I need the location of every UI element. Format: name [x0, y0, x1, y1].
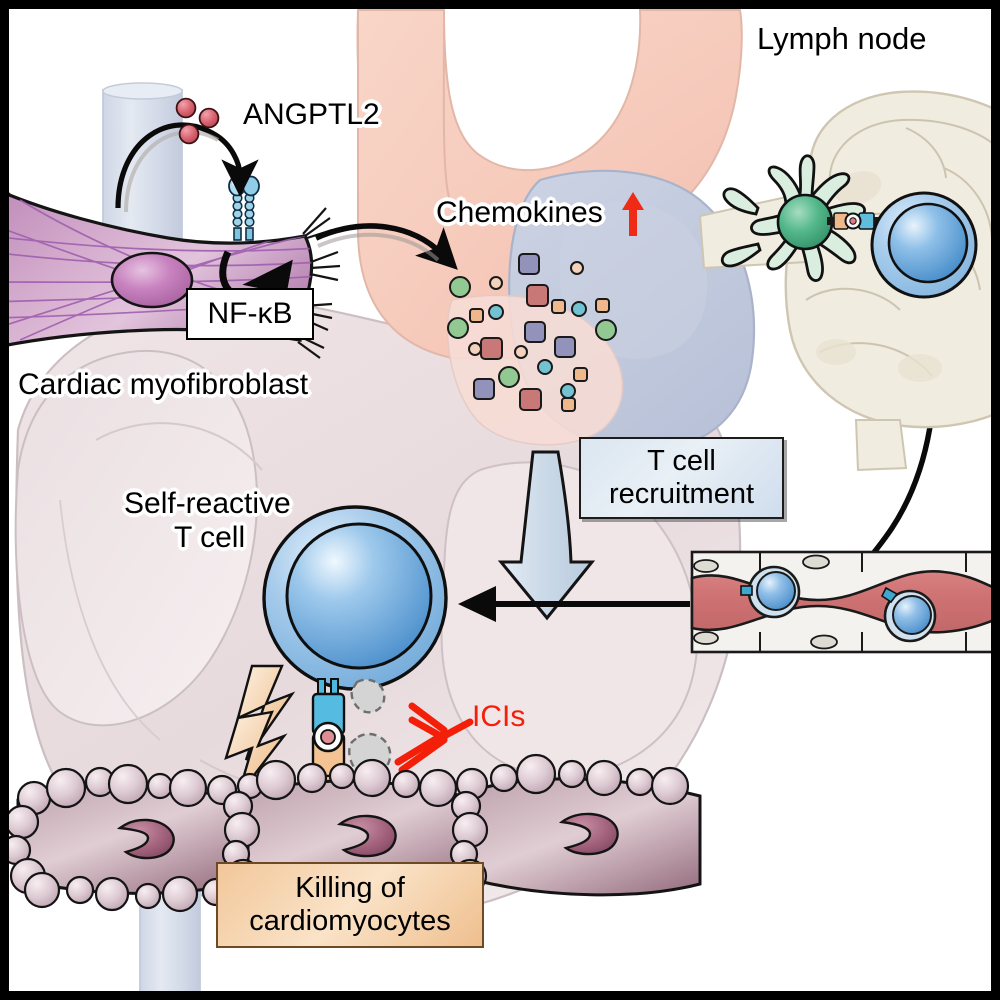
cardiac-myofibroblast-label: Cardiac myofibroblast: [18, 368, 309, 401]
angptl2-particles: [175, 97, 220, 145]
killing-line1: Killing of: [295, 872, 405, 904]
lymph-node-t-cell-nucleus: [887, 202, 969, 284]
nfkb-box: NF-κB: [186, 288, 314, 340]
cardiomyocyte-row: [0, 753, 702, 913]
efferent-lymph-vessel: [854, 419, 908, 472]
nfkb-box-text: NF-κB: [207, 297, 293, 330]
antigen-peptide-icon: [320, 729, 336, 745]
killing-of-cardiomyocytes-box: Killing of cardiomyocytes: [216, 862, 484, 948]
cardiomyocyte-nucleus: [558, 812, 619, 856]
myofibroblast-nucleus: [110, 251, 194, 309]
chemokine-circles: [447, 261, 617, 399]
t-cell-recruitment-down-arrow-icon: [497, 450, 596, 621]
self-reactive-t-cell-nucleus: [285, 522, 433, 670]
t-cell-receptor-icon: [740, 585, 753, 596]
t-cell-recruitment-line2: recruitment: [608, 478, 755, 510]
intercalated-disc-beads: [0, 753, 690, 913]
cardiomyocyte-nucleus: [116, 818, 175, 860]
dendritic-cell: [720, 154, 866, 282]
vessel-t-cell-1: [740, 565, 801, 619]
endothelial-junctions: [759, 552, 967, 652]
t-cell-receptor-icon: [880, 586, 899, 604]
chemokines-up-arrow-icon: [622, 192, 644, 236]
killing-line2: cardiomyocytes: [249, 905, 451, 937]
chemokine-curved-arrow-icon: [314, 223, 458, 270]
lymph-node-label: Lymph node: [757, 21, 927, 56]
self-reactive-t-cell-label-line2: T cell: [174, 521, 246, 554]
chemokine-squares: [469, 253, 610, 412]
myofibroblast-filopodia-right: [297, 207, 341, 359]
lightning-bolt-icon: [224, 664, 296, 797]
antibody-y-icon: [394, 702, 474, 774]
recruitment-left-arrow-icon: [458, 586, 690, 622]
heart-left-lobe: [14, 349, 258, 727]
mhc-tcr-bridge-icon: [827, 212, 881, 230]
chemokines-label: Chemokines: [436, 196, 603, 229]
vessel-t-cell-2: [880, 586, 937, 643]
endothelial-nuclei: [693, 554, 838, 650]
icis-label: ICIs: [472, 700, 526, 733]
angptl2-label: ANGPTL2: [243, 98, 380, 131]
t-cell-recruitment-box: T cell recruitment: [579, 437, 784, 519]
cardiomyocyte-nucleus: [336, 814, 397, 858]
t-cell-recruitment-line1: T cell: [647, 445, 716, 477]
self-reactive-t-cell-label-line1: Self-reactive: [124, 487, 291, 520]
